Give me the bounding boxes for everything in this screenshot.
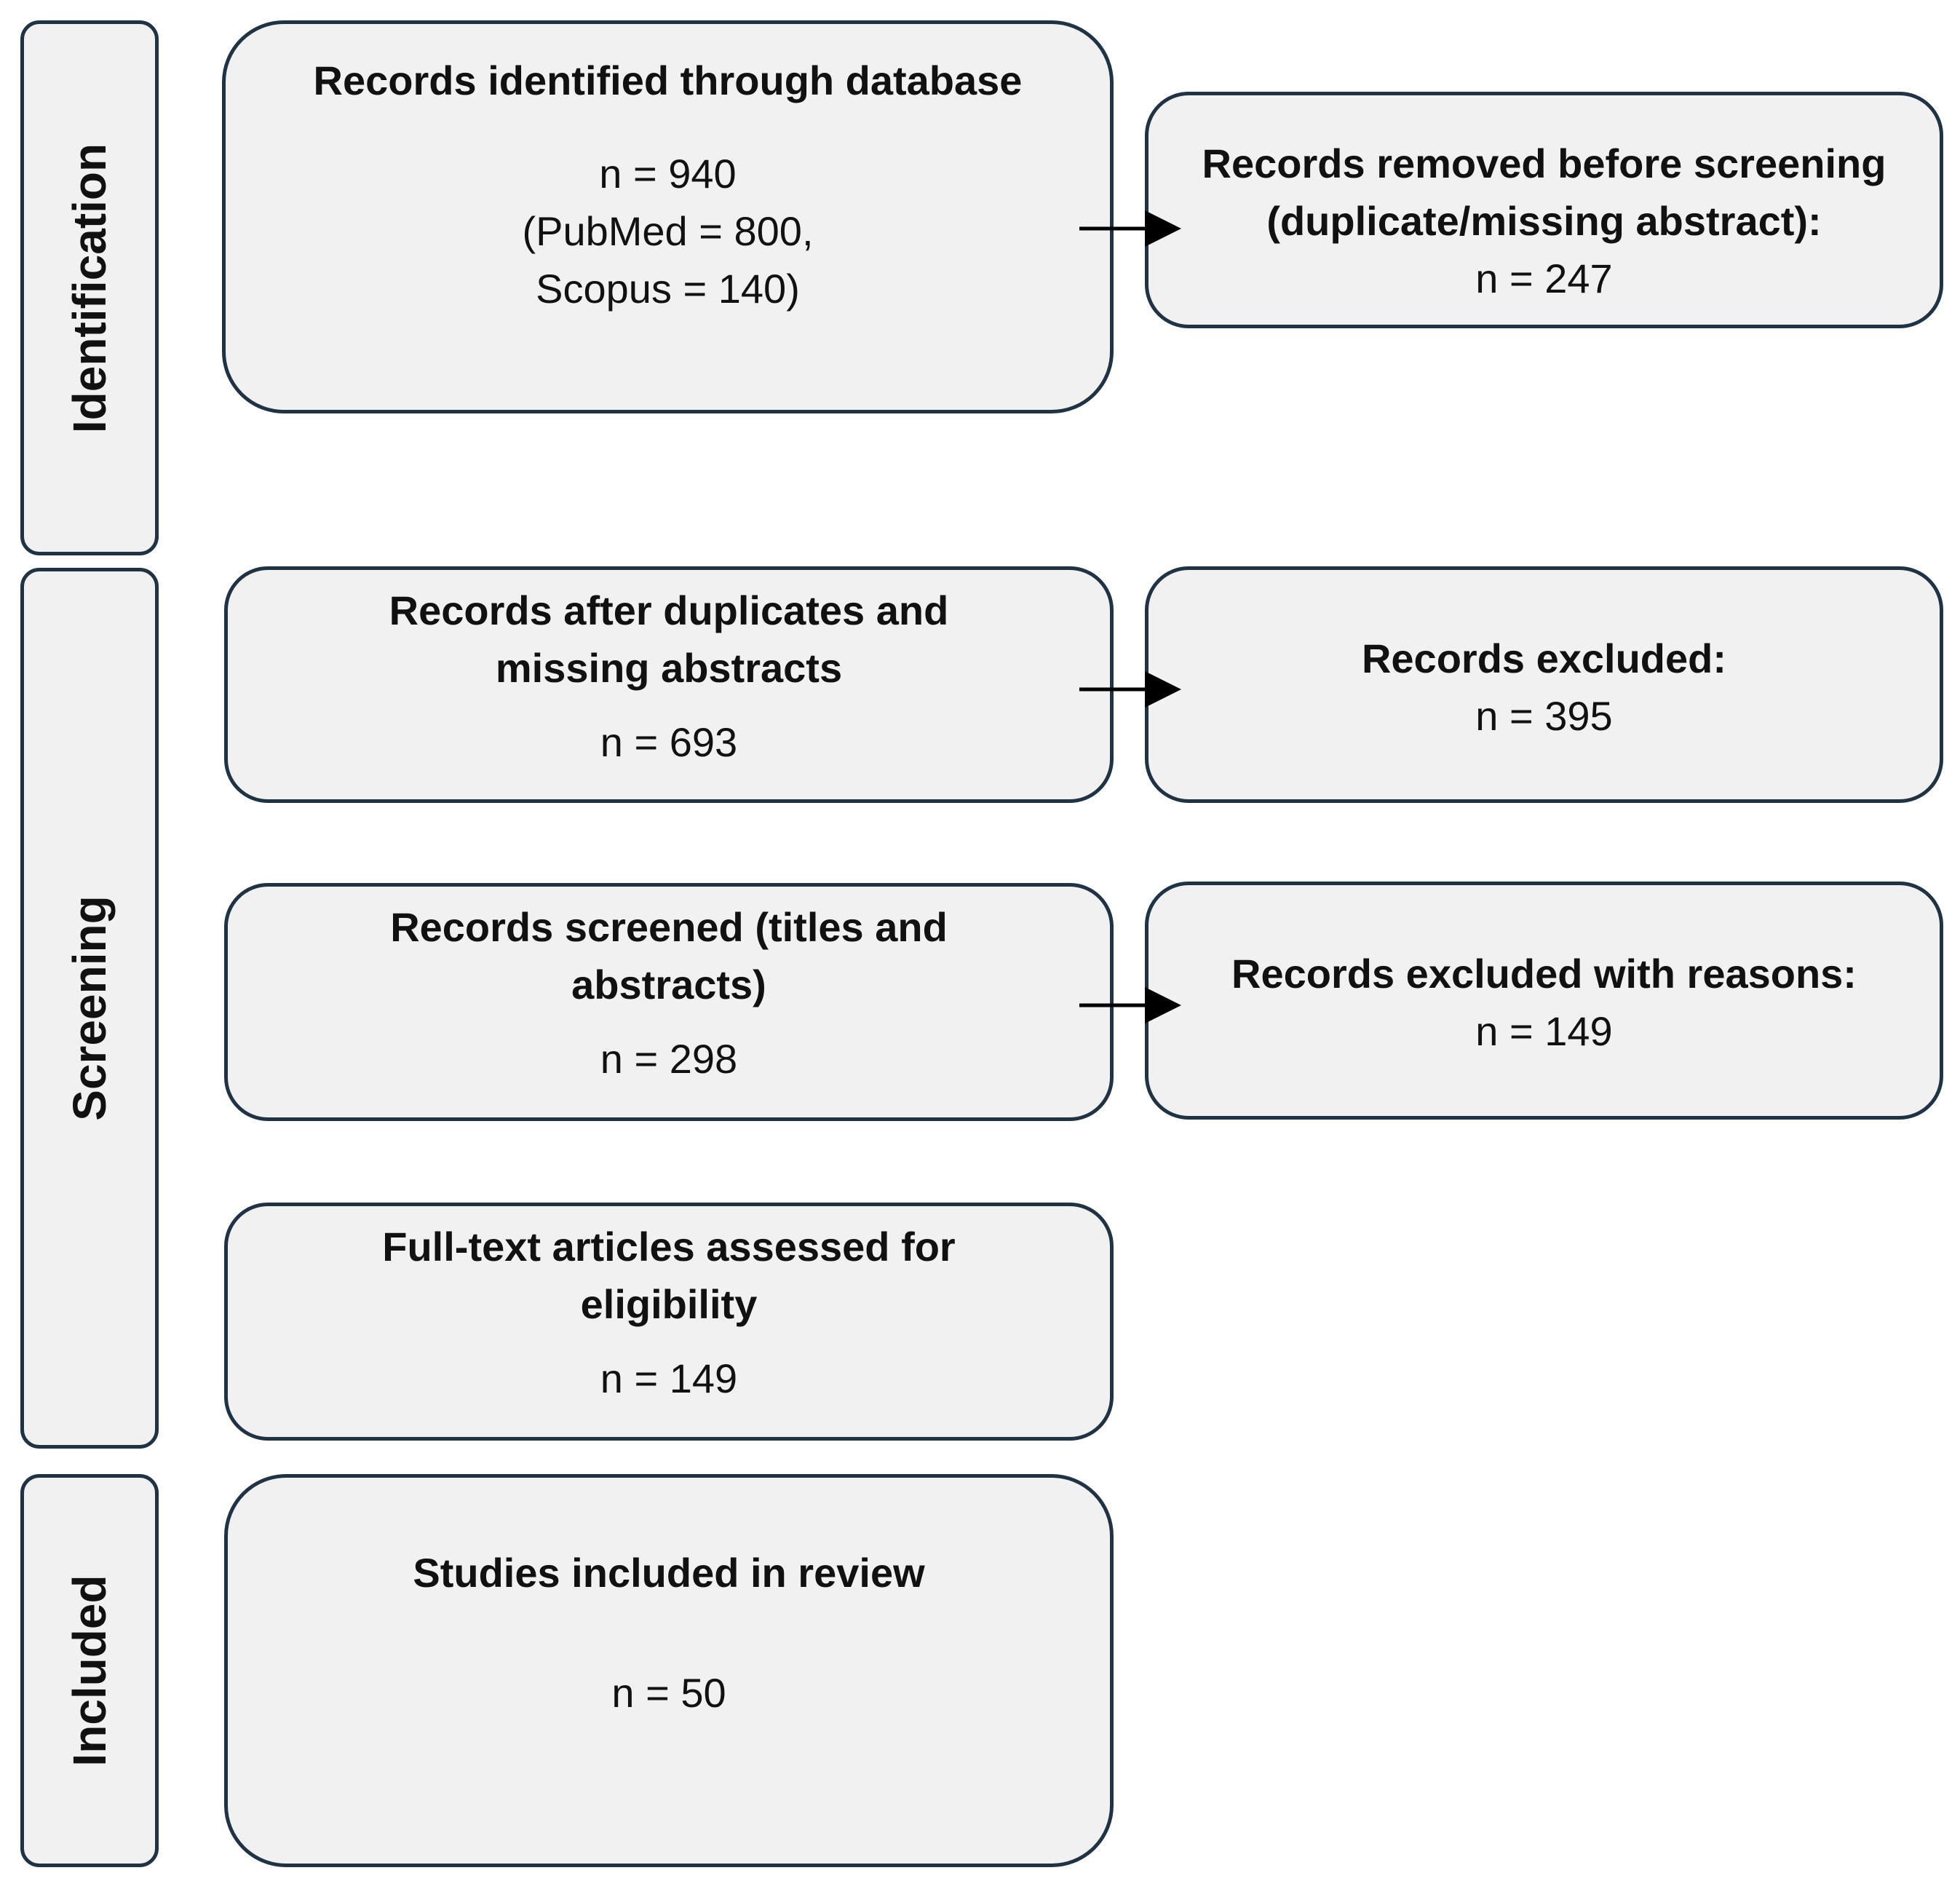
records-excluded-reasons-title: Records excluded with reasons: [1231, 951, 1857, 997]
records-excluded-count: n = 395 [1475, 693, 1613, 739]
full-text-articles-title-1: Full-text articles assessed for [382, 1224, 956, 1270]
full-text-articles-box: Full-text articles assessed for eligibil… [224, 1203, 1114, 1441]
studies-included-count: n = 50 [611, 1670, 726, 1716]
records-after-duplicates-title-2: missing abstracts [495, 645, 843, 691]
records-screened-box: Records screened (titles and abstracts) … [224, 883, 1114, 1121]
records-screened-title-1: Records screened (titles and [390, 904, 948, 950]
studies-included-box: Studies included in review n = 50 [224, 1474, 1114, 1867]
records-identified-title: Records identified through database [313, 58, 1023, 103]
records-excluded-title: Records excluded: [1361, 635, 1727, 681]
records-removed-box: Records removed before screening (duplic… [1145, 92, 1943, 328]
phase-screening: Screening [20, 568, 159, 1449]
records-screened-title-2: abstracts) [571, 962, 766, 1007]
records-identified-box: Records identified through database n = … [222, 20, 1114, 413]
records-after-duplicates-count: n = 693 [600, 719, 738, 765]
phase-included: Included [20, 1474, 159, 1867]
full-text-articles-title-2: eligibility [580, 1281, 758, 1327]
studies-included-title: Studies included in review [413, 1550, 925, 1596]
records-removed-count: n = 247 [1475, 256, 1613, 301]
records-excluded-reasons-count: n = 149 [1475, 1008, 1613, 1054]
records-removed-title-1: Records removed before screening [1202, 140, 1886, 186]
records-after-duplicates-title-1: Records after duplicates and [389, 587, 949, 633]
records-removed-title-2: (duplicate/missing abstract): [1266, 198, 1822, 244]
records-identified-count: n = 940 [599, 151, 737, 197]
phase-identification: Identification [20, 20, 159, 555]
records-identified-scopus: Scopus = 140) [536, 266, 800, 312]
records-after-duplicates-box: Records after duplicates and missing abs… [224, 566, 1114, 803]
records-excluded-reasons-box: Records excluded with reasons: n = 149 [1145, 882, 1943, 1120]
records-identified-pubmed: (PubMed = 800, [522, 208, 814, 254]
records-screened-count: n = 298 [600, 1036, 738, 1082]
full-text-articles-count: n = 149 [600, 1355, 738, 1401]
